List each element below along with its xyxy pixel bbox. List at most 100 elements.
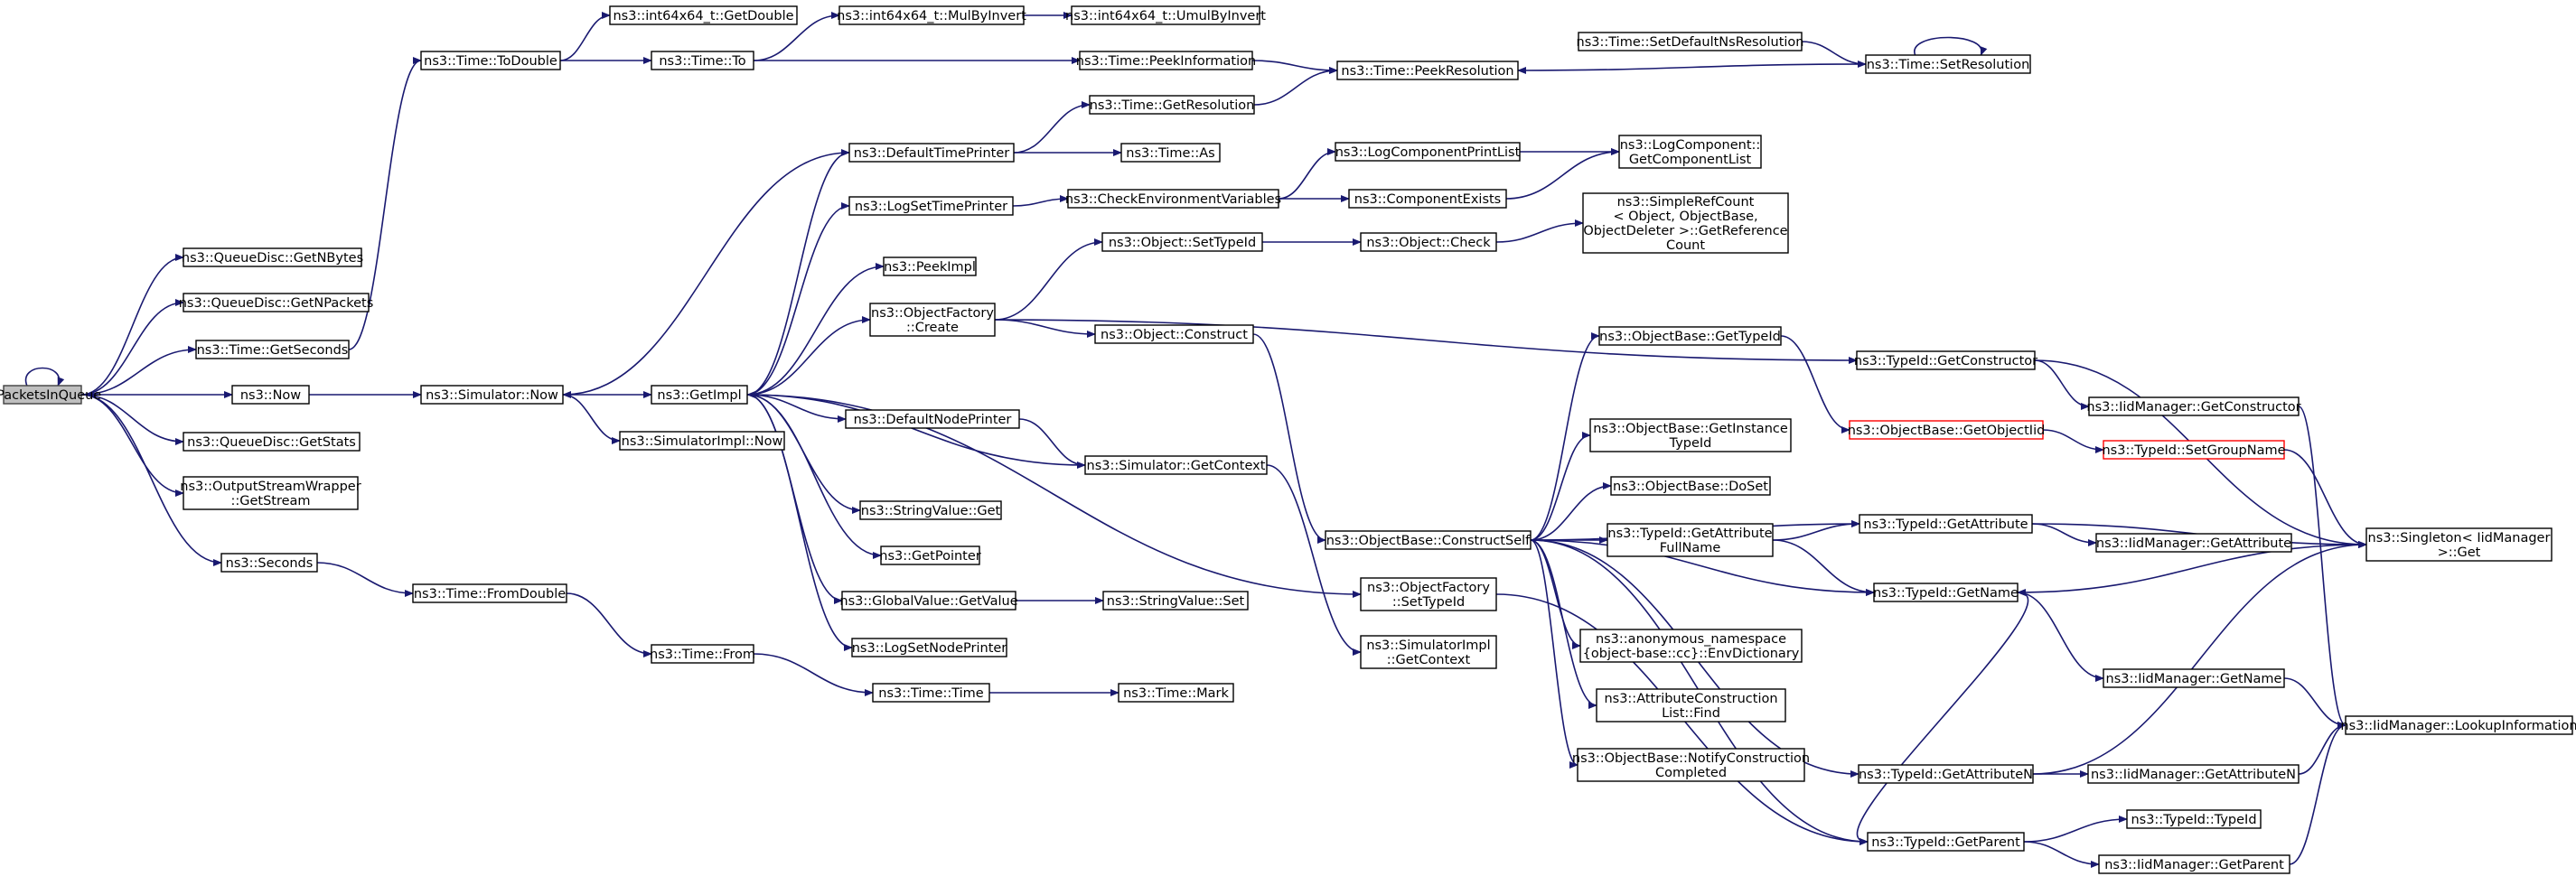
node-time-peekinfo[interactable]: ns3::Time::PeekInformation xyxy=(1076,51,1256,70)
node-defaulttimeprinter[interactable]: ns3::DefaultTimePrinter xyxy=(848,143,1015,163)
node-time-getseconds[interactable]: ns3::Time::GetSeconds xyxy=(195,340,350,359)
node-of-settypeid[interactable]: ns3::ObjectFactory::SetTypeId xyxy=(1360,577,1497,611)
node-i64-getdouble[interactable]: ns3::int64x64_t::GetDouble xyxy=(609,5,798,25)
edge-time-peekinfo-to-time-peekresolution xyxy=(1251,60,1338,74)
node-box xyxy=(220,553,318,573)
edge-getimpl-to-logsettimeprinter xyxy=(746,202,850,396)
node-iid-getparent[interactable]: ns3::IidManager::GetParent xyxy=(2098,854,2290,874)
node-logsettimeprinter[interactable]: ns3::LogSetTimePrinter xyxy=(848,196,1014,216)
node-ob-constructself[interactable]: ns3::ObjectBase::ConstructSelf xyxy=(1325,530,1532,550)
node-sim-now[interactable]: ns3::Simulator::Now xyxy=(420,385,564,405)
node-box xyxy=(1849,420,2044,440)
node-time-from[interactable]: ns3::Time::From xyxy=(650,644,755,664)
node-obj-settypeid[interactable]: ns3::Object::SetTypeId xyxy=(1101,232,1263,252)
edge-componentexists-to-logcomp-getcomplist xyxy=(1505,148,1620,200)
node-time-todouble[interactable]: ns3::Time::ToDouble xyxy=(420,51,561,70)
node-defaultnodeprinter[interactable]: ns3::DefaultNodePrinter xyxy=(845,409,1020,429)
node-componentexists[interactable]: ns3::ComponentExists xyxy=(1348,189,1507,209)
node-tid-getattribute[interactable]: ns3::TypeId::GetAttribute xyxy=(1859,514,2033,534)
node-stringvalue-get[interactable]: ns3::StringValue::Get xyxy=(859,500,1002,520)
node-box xyxy=(845,409,1020,429)
edge-obj-construct-to-ob-constructself xyxy=(1252,333,1326,544)
node-qd-getstats[interactable]: ns3::QueueDisc::GetStats xyxy=(183,432,361,452)
node-time-setdefaultnsres[interactable]: ns3::Time::SetDefaultNsResolution xyxy=(1577,32,1804,51)
node-osw-getstream[interactable]: ns3::OutputStreamWrapper::GetStream xyxy=(180,476,361,510)
node-iid-getconstructor[interactable]: ns3::IidManager::GetConstructor xyxy=(2086,396,2301,416)
node-time-to[interactable]: ns3::Time::To xyxy=(651,51,754,70)
node-sim-getcontext[interactable]: ns3::Simulator::GetContext xyxy=(1084,455,1268,475)
node-logsetnodeprinter[interactable]: ns3::LogSetNodePrinter xyxy=(851,638,1007,657)
node-time-fromdouble[interactable]: ns3::Time::FromDouble xyxy=(412,583,567,603)
node-tid-getname[interactable]: ns3::TypeId::GetName xyxy=(1873,583,2019,602)
node-i64-mulbyinvert[interactable]: ns3::int64x64_t::MulByInvert xyxy=(837,5,1026,25)
node-simimpl-getcontext[interactable]: ns3::SimulatorImpl::GetContext xyxy=(1360,635,1497,669)
node-of-create[interactable]: ns3::ObjectFactory::Create xyxy=(869,303,996,337)
node-singleton-get[interactable]: ns3::Singleton< IidManager>::Get xyxy=(2365,527,2553,562)
node-tid-getattributen[interactable]: ns3::TypeId::GetAttributeN xyxy=(1858,764,2034,784)
node-peekimpl[interactable]: ns3::PeekImpl xyxy=(883,256,977,276)
node-iid-getname[interactable]: ns3::IidManager::GetName xyxy=(2103,668,2285,688)
node-iid-getattribute[interactable]: ns3::IidManager::GetAttribute xyxy=(2095,533,2292,553)
node-label: ns3::QueueDisc::GetNPackets xyxy=(179,296,374,311)
node-time-as[interactable]: ns3::Time::As xyxy=(1120,143,1221,163)
node-time-getresolution[interactable]: ns3::Time::GetResolution xyxy=(1089,95,1255,115)
node-obj-construct[interactable]: ns3::Object::Construct xyxy=(1094,324,1254,344)
node-box xyxy=(651,644,754,664)
node-ob-doset[interactable]: ns3::ObjectBase::DoSet xyxy=(1610,476,1771,496)
edge-time-todouble-to-i64-getdouble xyxy=(559,12,611,61)
edge-tid-getattribute-to-iid-getattribute xyxy=(2031,523,2097,546)
node-label: ns3::int64x64_t::GetDouble xyxy=(613,9,793,23)
node-ob-gettypeid[interactable]: ns3::ObjectBase::GetTypeId xyxy=(1598,326,1782,346)
node-label: ns3::DefaultNodePrinter xyxy=(854,413,1012,427)
node-checkenv[interactable]: ns3::CheckEnvironmentVariables xyxy=(1065,189,1281,209)
node-box xyxy=(1858,764,2034,784)
node-label: ns3::ObjectBase::GetInstance xyxy=(1593,422,1788,436)
node-label: ns3::LogSetTimePrinter xyxy=(855,200,1007,214)
edge-tid-getparent-to-tid-typeid xyxy=(2023,816,2128,843)
node-iid-getattributen[interactable]: ns3::IidManager::GetAttributeN xyxy=(2087,764,2300,784)
node-getimpl[interactable]: ns3::GetImpl xyxy=(651,385,748,405)
node-seconds[interactable]: ns3::Seconds xyxy=(220,553,318,573)
node-box xyxy=(1606,523,1774,557)
node-logcompprintlist[interactable]: ns3::LogComponentPrintList xyxy=(1335,142,1521,162)
edge-time-to-to-i64-mulbyinvert xyxy=(753,12,840,61)
node-iid-lookupinfo[interactable]: ns3::IidManager::LookupInformation xyxy=(2340,715,2576,735)
node-qd-npackets[interactable]: ns3::QueueDisc::GetNPackets xyxy=(179,293,374,312)
node-tid-getparent[interactable]: ns3::TypeId::GetParent xyxy=(1867,832,2025,852)
node-logcomp-getcomplist[interactable]: ns3::LogComponent::GetComponentList xyxy=(1618,135,1762,169)
edge-tid-getname-to-iid-getname xyxy=(2017,592,2104,682)
node-ob-getobjectiid[interactable]: ns3::ObjectBase::GetObjectIid xyxy=(1848,420,2046,440)
node-simimpl-now[interactable]: ns3::SimulatorImpl::Now xyxy=(619,431,785,451)
node-qd-nbytes[interactable]: ns3::QueueDisc::GetNBytes xyxy=(182,247,363,267)
node-tid-typeid[interactable]: ns3::TypeId::TypeId xyxy=(2126,809,2262,829)
node-box xyxy=(848,196,1014,216)
node-label: ns3::Time::Mark xyxy=(1123,686,1229,701)
node-box xyxy=(1335,142,1521,162)
node-getpointer[interactable]: ns3::GetPointer xyxy=(879,545,981,565)
edge-tid-getparent-to-tid-getname xyxy=(1856,589,2029,843)
node-stringvalue-set[interactable]: ns3::StringValue::Set xyxy=(1102,591,1249,611)
node-time-setresolution[interactable]: ns3::Time::SetResolution xyxy=(1865,54,2031,74)
node-ob-notifyconstructioncompleted[interactable]: ns3::ObjectBase::NotifyConstructionCompl… xyxy=(1572,748,1810,782)
node-tid-getconstructor[interactable]: ns3::TypeId::GetConstructor xyxy=(1854,350,2037,370)
node-gv-getvalue[interactable]: ns3::GlobalValue::GetValue xyxy=(839,591,1018,611)
node-time-mark[interactable]: ns3::Time::Mark xyxy=(1118,683,1234,703)
node-now[interactable]: ns3::Now xyxy=(231,385,310,405)
node-label: ns3::GetImpl xyxy=(657,388,741,403)
node-simplerefcount[interactable]: ns3::SimpleRefCount< Object, ObjectBase,… xyxy=(1582,192,1789,254)
node-label: ns3::ObjectBase::GetObjectIid xyxy=(1848,424,2046,438)
node-tid-setgroupname[interactable]: ns3::TypeId::SetGroupName xyxy=(2102,440,2286,460)
node-time-time[interactable]: ns3::Time::Time xyxy=(872,683,990,703)
node-root[interactable]: TcPacketsInQueue xyxy=(0,385,101,405)
node-box xyxy=(420,51,561,70)
node-envdictionary[interactable]: ns3::anonymous_namespace{object-base::cc… xyxy=(1579,629,1803,663)
node-box xyxy=(183,293,370,312)
node-box xyxy=(2126,809,2262,829)
node-label: ns3::Object::Construct xyxy=(1101,328,1248,342)
node-time-peekresolution[interactable]: ns3::Time::PeekResolution xyxy=(1336,61,1519,80)
node-i64-umulbyinvert[interactable]: ns3::int64x64_t::UmulByInvert xyxy=(1065,5,1266,25)
node-obj-check[interactable]: ns3::Object::Check xyxy=(1360,232,1497,252)
